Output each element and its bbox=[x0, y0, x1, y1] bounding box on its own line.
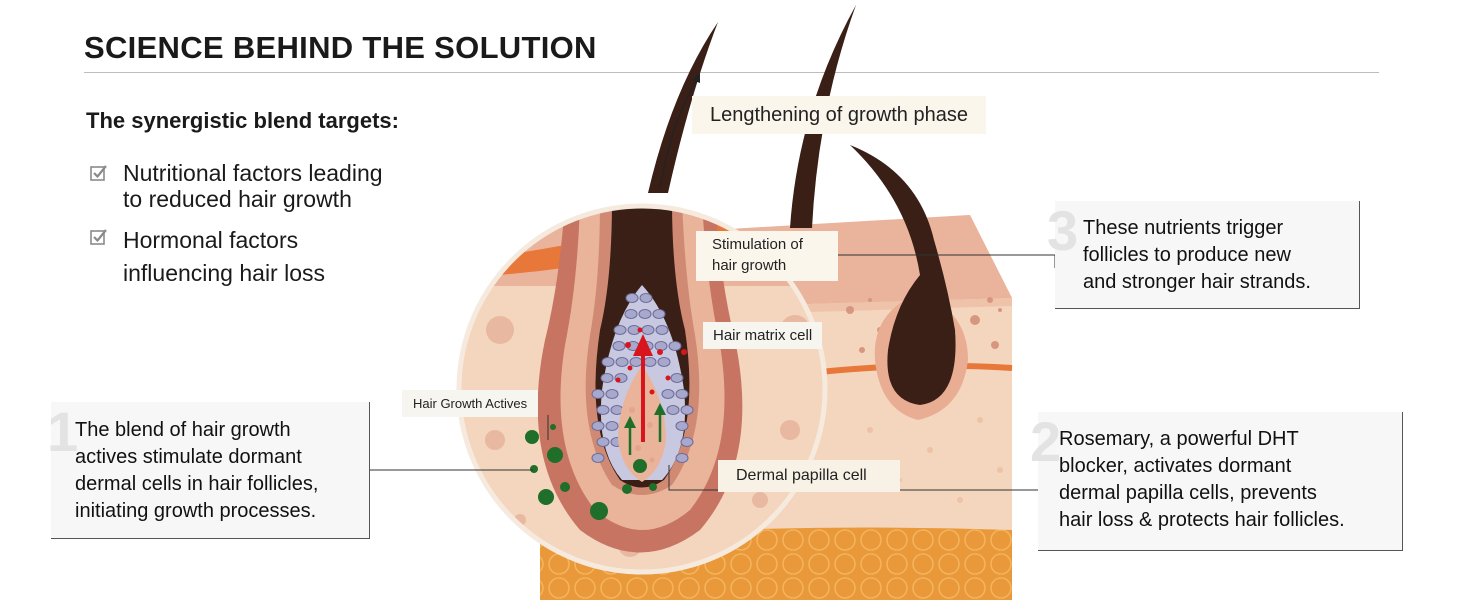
callout-line: and stronger hair strands. bbox=[1083, 271, 1311, 293]
intro-subtitle: The synergistic blend targets: bbox=[86, 108, 399, 133]
matrix-cell bbox=[605, 421, 619, 431]
bullet-text-line: Nutritional factors leading bbox=[123, 160, 383, 186]
bullet-text-line: influencing hair loss bbox=[123, 260, 326, 286]
label-stimulation-line: Stimulation of bbox=[712, 236, 803, 253]
bullet-nutritional: Nutritional factors leading to reduced h… bbox=[90, 160, 423, 212]
matrix-cell bbox=[596, 437, 610, 447]
matrix-cell bbox=[652, 309, 666, 319]
label-stimulation-line: hair growth bbox=[712, 257, 787, 274]
matrix-cell bbox=[600, 373, 614, 383]
matrix-cell bbox=[675, 453, 689, 463]
matrix-cell bbox=[601, 357, 615, 367]
label-lengthening: Lengthening of growth phase bbox=[692, 96, 986, 134]
matrix-cell bbox=[657, 357, 671, 367]
matrix-cell bbox=[675, 421, 689, 431]
matrix-cell bbox=[643, 357, 657, 367]
label-hair-matrix: Hair matrix cell bbox=[703, 322, 823, 349]
matrix-cell bbox=[638, 309, 652, 319]
callout-number: 2 bbox=[1030, 410, 1062, 473]
bullet-hormonal: Hormonal factors influencing hair loss bbox=[90, 224, 423, 290]
matrix-cell bbox=[591, 389, 605, 399]
callout-line: initiating growth processes. bbox=[75, 500, 317, 522]
callout-line: The blend of hair growth bbox=[75, 419, 291, 441]
magnified-follicle bbox=[456, 22, 828, 575]
matrix-cell bbox=[680, 405, 694, 415]
red-signal-dots bbox=[615, 327, 687, 395]
bullet-text-line: to reduced hair growth bbox=[123, 186, 352, 212]
callout-line: Rosemary, a powerful DHT bbox=[1059, 428, 1299, 450]
matrix-cell bbox=[655, 325, 669, 335]
page-title: SCIENCE BEHIND THE SOLUTION bbox=[84, 30, 597, 65]
callout-line: These nutrients trigger bbox=[1083, 217, 1284, 239]
callout-line: blocker, activates dormant bbox=[1059, 455, 1292, 477]
green-stimulus-arrows bbox=[624, 403, 666, 455]
callout-number: 3 bbox=[1047, 199, 1079, 262]
matrix-cell bbox=[605, 389, 619, 399]
matrix-cell bbox=[596, 405, 610, 415]
matrix-cell bbox=[654, 341, 668, 351]
dermis-dots bbox=[846, 297, 1002, 353]
matrix-cell bbox=[661, 389, 675, 399]
title-divider bbox=[84, 72, 1379, 73]
callout-box-1: 1 The blend of hair growth actives stimu… bbox=[47, 402, 370, 539]
right-hair-strand bbox=[850, 145, 956, 405]
matrix-cell bbox=[613, 325, 627, 335]
callout-box-2: 2 Rosemary, a powerful DHT blocker, acti… bbox=[1030, 412, 1403, 551]
matrix-cell bbox=[639, 293, 653, 303]
matrix-cell bbox=[629, 357, 643, 367]
bullet-text-line: Hormonal factors bbox=[123, 227, 299, 253]
matrix-cell bbox=[591, 453, 605, 463]
checkbox-icon bbox=[90, 165, 107, 181]
callout-number: 1 bbox=[47, 400, 79, 463]
callout-line: dermal cells in hair follicles, bbox=[75, 473, 319, 495]
checkbox-icon bbox=[90, 229, 107, 245]
matrix-cell bbox=[591, 421, 605, 431]
green-active-dots bbox=[525, 424, 657, 520]
callout-line: follicles to produce new bbox=[1083, 244, 1291, 266]
label-stimulation: Stimulation of hair growth bbox=[696, 231, 838, 281]
callout-box-3: 3 These nutrients trigger follicles to p… bbox=[1047, 201, 1360, 309]
label-hair-growth-actives: Hair Growth Actives bbox=[402, 390, 539, 417]
label-dermal-papilla: Dermal papilla cell bbox=[718, 460, 900, 492]
callout-line: actives stimulate dormant bbox=[75, 446, 302, 468]
matrix-cell bbox=[625, 293, 639, 303]
matrix-cell bbox=[615, 357, 629, 367]
matrix-cell bbox=[612, 341, 626, 351]
matrix-cell bbox=[680, 437, 694, 447]
matrix-cell bbox=[666, 405, 680, 415]
magnifier-ring bbox=[456, 203, 828, 575]
matrix-cell bbox=[641, 325, 655, 335]
callout-line: dermal papilla cells, prevents bbox=[1059, 482, 1317, 504]
matrix-cell bbox=[668, 341, 682, 351]
growth-phase-arrow bbox=[659, 77, 699, 189]
callout-line: hair loss & protects hair follicles. bbox=[1059, 509, 1345, 531]
matrix-cell bbox=[624, 309, 638, 319]
matrix-cell bbox=[670, 373, 684, 383]
matrix-cell bbox=[675, 389, 689, 399]
deep-dermis-dots bbox=[867, 417, 1003, 503]
